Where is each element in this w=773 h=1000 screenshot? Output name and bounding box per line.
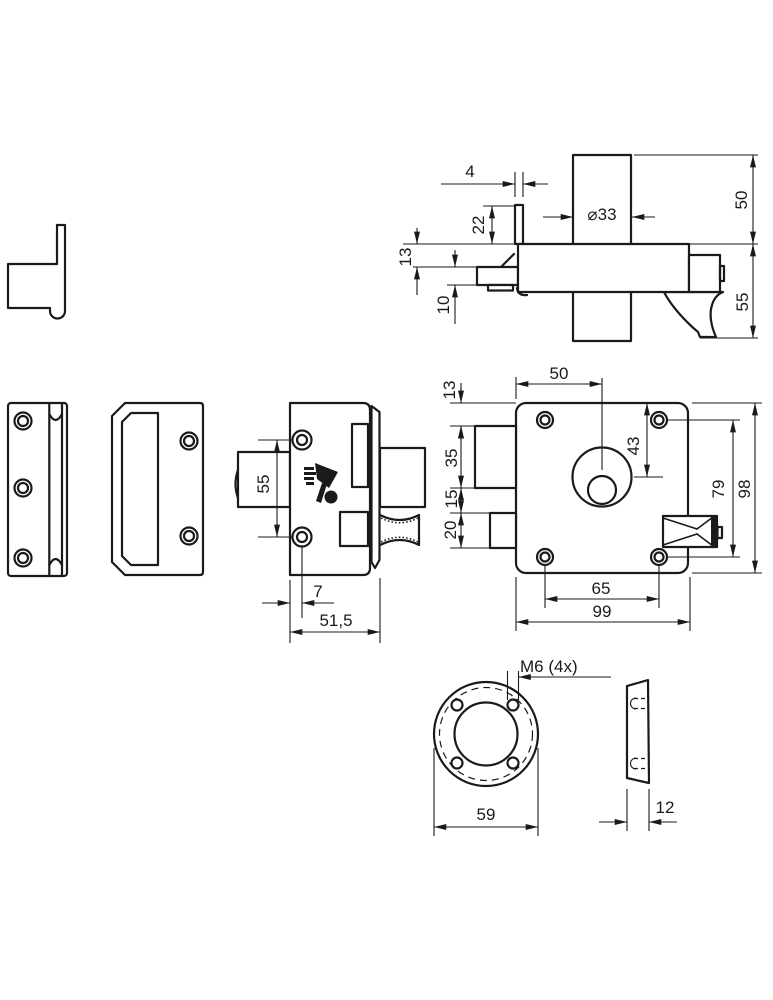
strike-hook-outline (6, 223, 67, 320)
knob-boss (687, 253, 722, 294)
strike-box-recess (120, 411, 160, 567)
thumbturn-knob-side (378, 513, 421, 547)
case-square-opening (338, 510, 370, 548)
screw-hole (179, 431, 199, 546)
thumbturn-knob-back (661, 514, 724, 549)
dim-lower-height: 55 (733, 293, 752, 312)
bolt-plate (486, 283, 515, 292)
faceplate-front-view (6, 401, 69, 578)
faceplate-edge (370, 404, 381, 570)
rosette-side-outline (625, 678, 651, 785)
rosette-inner (453, 701, 519, 767)
dim-bolt-height-back: 35 (442, 449, 461, 468)
dim-hole-spacing: 55 (254, 475, 273, 494)
dimension-labels: 4 ⌀33 22 13 10 50 55 55 7 51,5 50 13 35 … (254, 162, 754, 824)
rosette-screw-hole (450, 698, 520, 770)
dim-cylinder-center: 43 (624, 437, 643, 456)
dim-bolt-gap: 15 (442, 490, 461, 509)
bolt-circle-dashed (438, 686, 534, 782)
screw-hole (13, 411, 33, 568)
bolt-chamfer (500, 252, 516, 268)
deadbolt (473, 424, 518, 490)
faceplate-outline (6, 401, 69, 578)
dim-upper-height: 50 (732, 191, 751, 210)
channel-arc (48, 557, 64, 567)
dim-hole-span-side: 79 (709, 480, 728, 499)
faceplate-tab (513, 203, 525, 246)
rosette-outer (432, 680, 540, 788)
dimension-lines (274, 155, 758, 830)
lock-top-view (475, 153, 726, 343)
channel-arc (48, 412, 64, 422)
dim-total-height: 98 (735, 480, 754, 499)
brand-icon (304, 463, 338, 504)
dim-bolt-top-offset: 13 (396, 248, 415, 267)
dim-outer-diameter: 59 (477, 805, 496, 824)
cylinder-ring-upper (571, 153, 633, 246)
lock-case-top (516, 242, 691, 294)
cylinder-ring-lower (571, 290, 633, 343)
deadbolt-side (378, 446, 427, 509)
dim-bolt-height: 10 (434, 296, 453, 315)
latch-bolt (488, 511, 518, 550)
dim-depth: 51,5 (319, 611, 352, 630)
dim-thickness: 12 (656, 798, 675, 817)
lock-body-back-view (473, 401, 724, 575)
dim-lower-bolt-height: 20 (441, 521, 460, 540)
dim-top-edge-offset: 13 (440, 381, 459, 400)
strike-box-front-view (110, 401, 205, 577)
strike-hook-side-view (6, 223, 67, 320)
deadbolt-top (475, 265, 520, 287)
threaded-hole-symbol (630, 697, 649, 770)
boss-tab (718, 264, 726, 283)
knob-top-view (662, 290, 725, 339)
rosette-side-view (625, 678, 651, 785)
dim-hole-span-top: 50 (550, 364, 569, 383)
dim-total-width: 99 (593, 602, 612, 621)
case-slot (350, 422, 370, 489)
rosette-front-view (432, 680, 540, 788)
dim-thread-spec: M6 (4x) (520, 657, 578, 676)
dim-hole-inset: 7 (313, 582, 322, 601)
dim-plate-thickness: 4 (465, 162, 474, 181)
dim-tab-height: 22 (469, 216, 488, 235)
dim-cylinder-diameter: ⌀33 (587, 205, 616, 224)
dimension-arrows (262, 181, 677, 825)
lock-body-side-view (234, 401, 427, 577)
dim-hole-span-bottom: 65 (592, 579, 611, 598)
